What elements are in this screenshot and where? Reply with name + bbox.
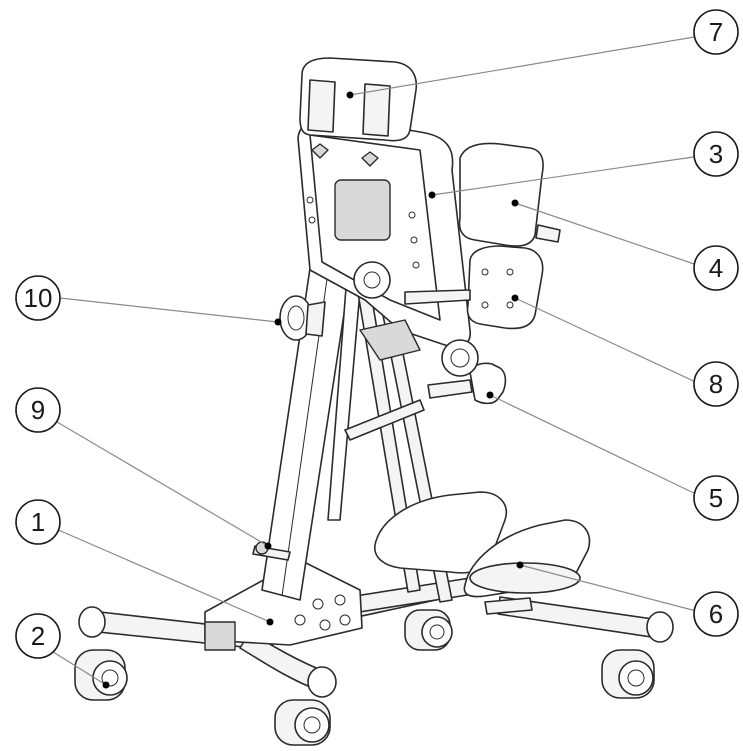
callout-4-label: 4: [709, 253, 723, 283]
callout-10-label: 10: [24, 283, 53, 313]
dot-8: [511, 294, 519, 302]
callout-6-label: 6: [709, 599, 723, 629]
brake-lever: [252, 541, 291, 561]
adjustment-wheels: [353, 261, 421, 361]
leader-6: [519, 564, 701, 613]
callout-7: 7: [693, 9, 739, 55]
leader-1: [39, 521, 271, 623]
callout-7-label: 7: [709, 17, 723, 47]
leader-5: [489, 394, 701, 497]
leader-3: [431, 155, 701, 196]
headrest: [299, 57, 418, 142]
callout-5-label: 5: [709, 483, 723, 513]
callout-1-label: 1: [31, 507, 45, 537]
base-frame: [78, 559, 674, 698]
callout-6: 6: [693, 591, 739, 637]
callout-9: 9: [15, 387, 61, 433]
callout-4: 4: [693, 245, 739, 291]
leader-10: [59, 297, 279, 323]
leader-dots: [102, 91, 524, 689]
lateral-support-pad: [458, 142, 561, 247]
castor-wheels: [74, 609, 655, 746]
leader-4: [514, 202, 701, 267]
dot-9: [264, 542, 272, 550]
callout-2-label: 2: [31, 621, 45, 651]
dot-5: [486, 391, 494, 399]
leader-lines: [39, 35, 701, 686]
handwheel: [279, 295, 326, 341]
dot-7: [346, 91, 354, 99]
leader-9: [39, 411, 269, 547]
callout-9-label: 9: [31, 395, 45, 425]
callout-3: 3: [693, 131, 739, 177]
callout-8-label: 8: [709, 369, 723, 399]
callout-10: 10: [15, 275, 61, 321]
hip-pad: [404, 245, 544, 330]
backrest: [297, 116, 471, 348]
dot-4: [511, 199, 519, 207]
leader-8: [514, 297, 701, 385]
dot-10: [274, 318, 282, 326]
dot-3: [428, 191, 436, 199]
leader-7: [349, 35, 701, 96]
callout-2: 2: [15, 613, 61, 659]
callout-3-label: 3: [709, 139, 723, 169]
dot-1: [266, 618, 274, 626]
dot-6: [516, 561, 524, 569]
callout-1: 1: [15, 499, 61, 545]
callout-5: 5: [693, 475, 739, 521]
dot-2: [102, 681, 110, 689]
footplates: [374, 491, 591, 615]
callout-8: 8: [693, 361, 739, 407]
knee-pad: [344, 339, 507, 441]
